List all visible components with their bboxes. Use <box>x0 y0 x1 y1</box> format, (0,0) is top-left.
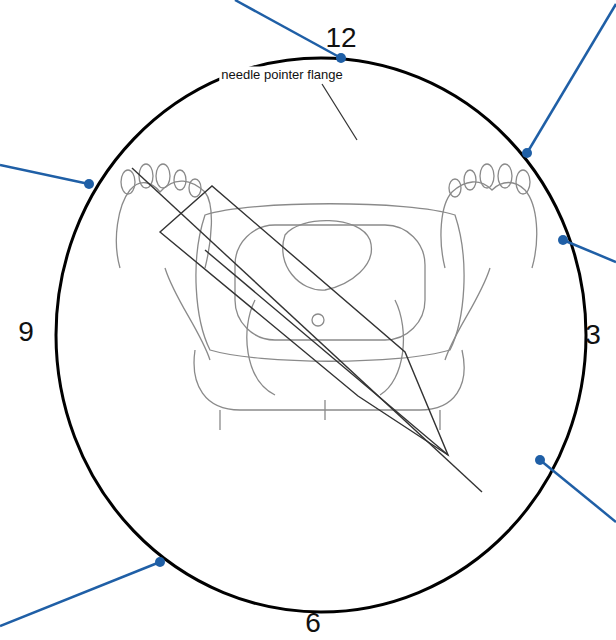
table-outline <box>220 400 440 430</box>
callout-dots <box>84 53 568 567</box>
clock-number: 9 <box>18 318 34 346</box>
callout-dot <box>84 179 94 189</box>
patient-outline <box>116 164 536 430</box>
callout-leader <box>540 460 616 522</box>
organ-outline <box>312 314 324 326</box>
left-leg <box>165 268 210 360</box>
right-foot <box>441 182 537 268</box>
needle-line <box>205 250 448 455</box>
callout-dot <box>522 148 532 158</box>
organ-outline <box>283 221 372 291</box>
toe <box>449 179 461 197</box>
needle-line <box>132 168 482 492</box>
toe <box>498 164 512 188</box>
clock-circle <box>56 58 586 612</box>
needle-pointer-flange <box>132 168 482 492</box>
callout-dot <box>535 455 545 465</box>
callout-dot <box>558 235 568 245</box>
toe <box>464 170 476 190</box>
toe <box>189 179 201 197</box>
flange-outline <box>160 186 448 455</box>
callout-leader <box>527 4 616 153</box>
callout-leaders <box>0 0 616 626</box>
callout-leader <box>235 0 341 58</box>
buttocks-outline <box>194 350 464 410</box>
toe <box>174 170 186 190</box>
toe <box>156 164 170 188</box>
callout-leader <box>0 165 89 184</box>
clock-number: 3 <box>585 321 601 349</box>
toe <box>121 170 135 194</box>
leader-line <box>322 84 357 140</box>
part-label: needle pointer flange <box>219 67 344 82</box>
clock-number: 12 <box>325 24 356 52</box>
callout-leader <box>563 240 616 262</box>
clock-number: 6 <box>305 609 321 637</box>
callout-dot <box>155 557 165 567</box>
toe <box>480 164 494 188</box>
toe <box>516 170 530 194</box>
pelvis-outline <box>196 204 464 362</box>
callout-leader <box>0 562 160 626</box>
abdomen-outline <box>235 225 425 340</box>
callout-dot <box>336 53 346 63</box>
